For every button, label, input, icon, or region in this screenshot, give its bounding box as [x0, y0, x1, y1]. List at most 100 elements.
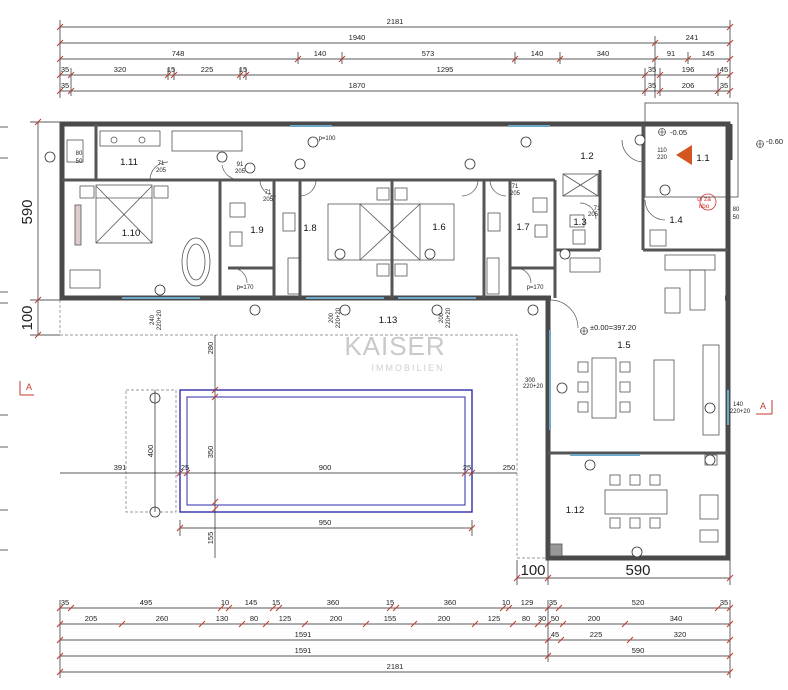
svg-text:495: 495: [140, 598, 153, 607]
svg-text:220+20: 220+20: [730, 409, 751, 415]
dim-pool-250: 250: [503, 463, 516, 472]
room-1-11: 1.11: [120, 157, 138, 168]
svg-text:220+20: 220+20: [523, 384, 544, 390]
dim-r4-5: 1295: [437, 65, 454, 74]
svg-text:220+20: 220+20: [157, 309, 163, 330]
dim-r4-6: 35: [648, 65, 656, 74]
svg-text:71: 71: [594, 206, 601, 212]
dim-pool-25b: 25: [463, 463, 471, 472]
pool-dim-lines: [60, 335, 517, 558]
svg-text:205: 205: [156, 168, 167, 174]
dim-r5-1: 1870: [349, 81, 366, 90]
level-outside: -0.60: [766, 137, 783, 146]
svg-text:360: 360: [444, 598, 457, 607]
svg-text:220+20: 220+20: [446, 307, 452, 328]
svg-text:50: 50: [551, 614, 559, 623]
dim-r4-0: 35: [61, 65, 69, 74]
svg-text:A: A: [760, 401, 766, 411]
dim-100-bottom: 100: [520, 562, 545, 579]
svg-text:360: 360: [327, 598, 340, 607]
room-1-5: 1.5: [617, 340, 630, 351]
dim-r3-5: 91: [667, 49, 675, 58]
svg-text:300: 300: [525, 378, 536, 384]
svg-text:220+20: 220+20: [336, 307, 342, 328]
svg-text:35: 35: [549, 598, 557, 607]
dim-pool-280: 280: [206, 342, 215, 355]
left-dimensions: [0, 121, 60, 551]
red-note-circle: [699, 193, 717, 211]
dim-r3-1: 140: [314, 49, 327, 58]
furniture: [66, 130, 720, 557]
svg-text:130: 130: [216, 614, 229, 623]
terrace-outline: [59, 300, 548, 559]
bed-1-8-1-6: [327, 203, 455, 261]
svg-text:200: 200: [330, 614, 343, 623]
bottom-big-dims: 100 590: [520, 562, 650, 579]
room-1-13: 1.13: [379, 315, 398, 326]
dim-r4-4: 15: [239, 65, 247, 74]
dim-590-bottom: 590: [625, 562, 650, 579]
svg-text:p=100: p=100: [319, 136, 337, 142]
bottom-dim-labels: 35 495 10 145 15 360 15 360 10 129 35 52…: [61, 598, 728, 671]
columns: [44, 134, 716, 558]
svg-text:260: 260: [156, 614, 169, 623]
dim-r5-0: 35: [61, 81, 69, 90]
dim-r4-7: 196: [682, 65, 695, 74]
svg-text:520: 520: [632, 598, 645, 607]
room-1-7: 1.7: [516, 222, 529, 233]
room-1-8: 1.8: [303, 223, 316, 234]
svg-text:2181: 2181: [387, 662, 404, 671]
svg-text:205: 205: [588, 212, 599, 218]
svg-text:1591: 1591: [295, 630, 312, 639]
svg-text:91: 91: [237, 162, 244, 168]
section-marker-left: A: [19, 381, 34, 396]
room-1-9: 1.9: [250, 225, 263, 236]
room-1-10: 1.10: [122, 228, 141, 239]
dim-r5-4: 35: [720, 81, 728, 90]
svg-text:205: 205: [235, 169, 246, 175]
dim-r4-2: 15: [167, 65, 175, 74]
dim-pool-25a: 25: [181, 463, 189, 472]
watermark: KAISER: [344, 331, 445, 361]
dim-590-left: 590: [19, 199, 36, 224]
dim-r5-2: 35: [648, 81, 656, 90]
room-1-12: 1.12: [566, 505, 585, 516]
svg-text:200: 200: [329, 312, 335, 323]
dim-pool-400: 400: [146, 445, 155, 458]
dim-pool-950: 950: [319, 518, 332, 527]
svg-text:45: 45: [551, 630, 559, 639]
dim-r3-4: 340: [597, 49, 610, 58]
svg-text:125: 125: [488, 614, 501, 623]
svg-text:15: 15: [272, 598, 280, 607]
bottom-dim-ticks: [56, 574, 734, 676]
dim-r3-0: 748: [172, 49, 185, 58]
svg-text:200: 200: [438, 614, 451, 623]
svg-text:80: 80: [250, 614, 258, 623]
bed-1-10: [95, 184, 153, 244]
svg-text:205: 205: [263, 197, 274, 203]
svg-text:205: 205: [85, 614, 98, 623]
dim-pool-350: 350: [206, 446, 215, 459]
top-dimensions: [59, 20, 731, 98]
level-markers: [580, 128, 764, 335]
svg-text:200: 200: [588, 614, 601, 623]
svg-text:125: 125: [279, 614, 292, 623]
room-1-6: 1.6: [432, 222, 445, 233]
svg-text:140: 140: [733, 402, 744, 408]
windows: [122, 125, 729, 456]
svg-text:80: 80: [522, 614, 530, 623]
svg-text:225: 225: [590, 630, 603, 639]
svg-text:240: 240: [150, 314, 156, 325]
pool-dim-ticks: [176, 386, 476, 532]
svg-text:145: 145: [245, 598, 258, 607]
top-dim-labels: 2181 1940 241 748 140 573 140 340 91 145…: [61, 17, 728, 90]
dim-pool-155: 155: [206, 532, 215, 545]
dim-total-top: 2181: [387, 17, 404, 26]
level-zero: ±0.00=397.20: [590, 323, 636, 332]
pool-dim-labels: 900 950 25 25 391 250 350 400 155 280: [114, 342, 516, 545]
svg-text:71: 71: [265, 190, 272, 196]
dim-pool-900: 900: [319, 463, 332, 472]
svg-text:71: 71: [512, 184, 519, 190]
